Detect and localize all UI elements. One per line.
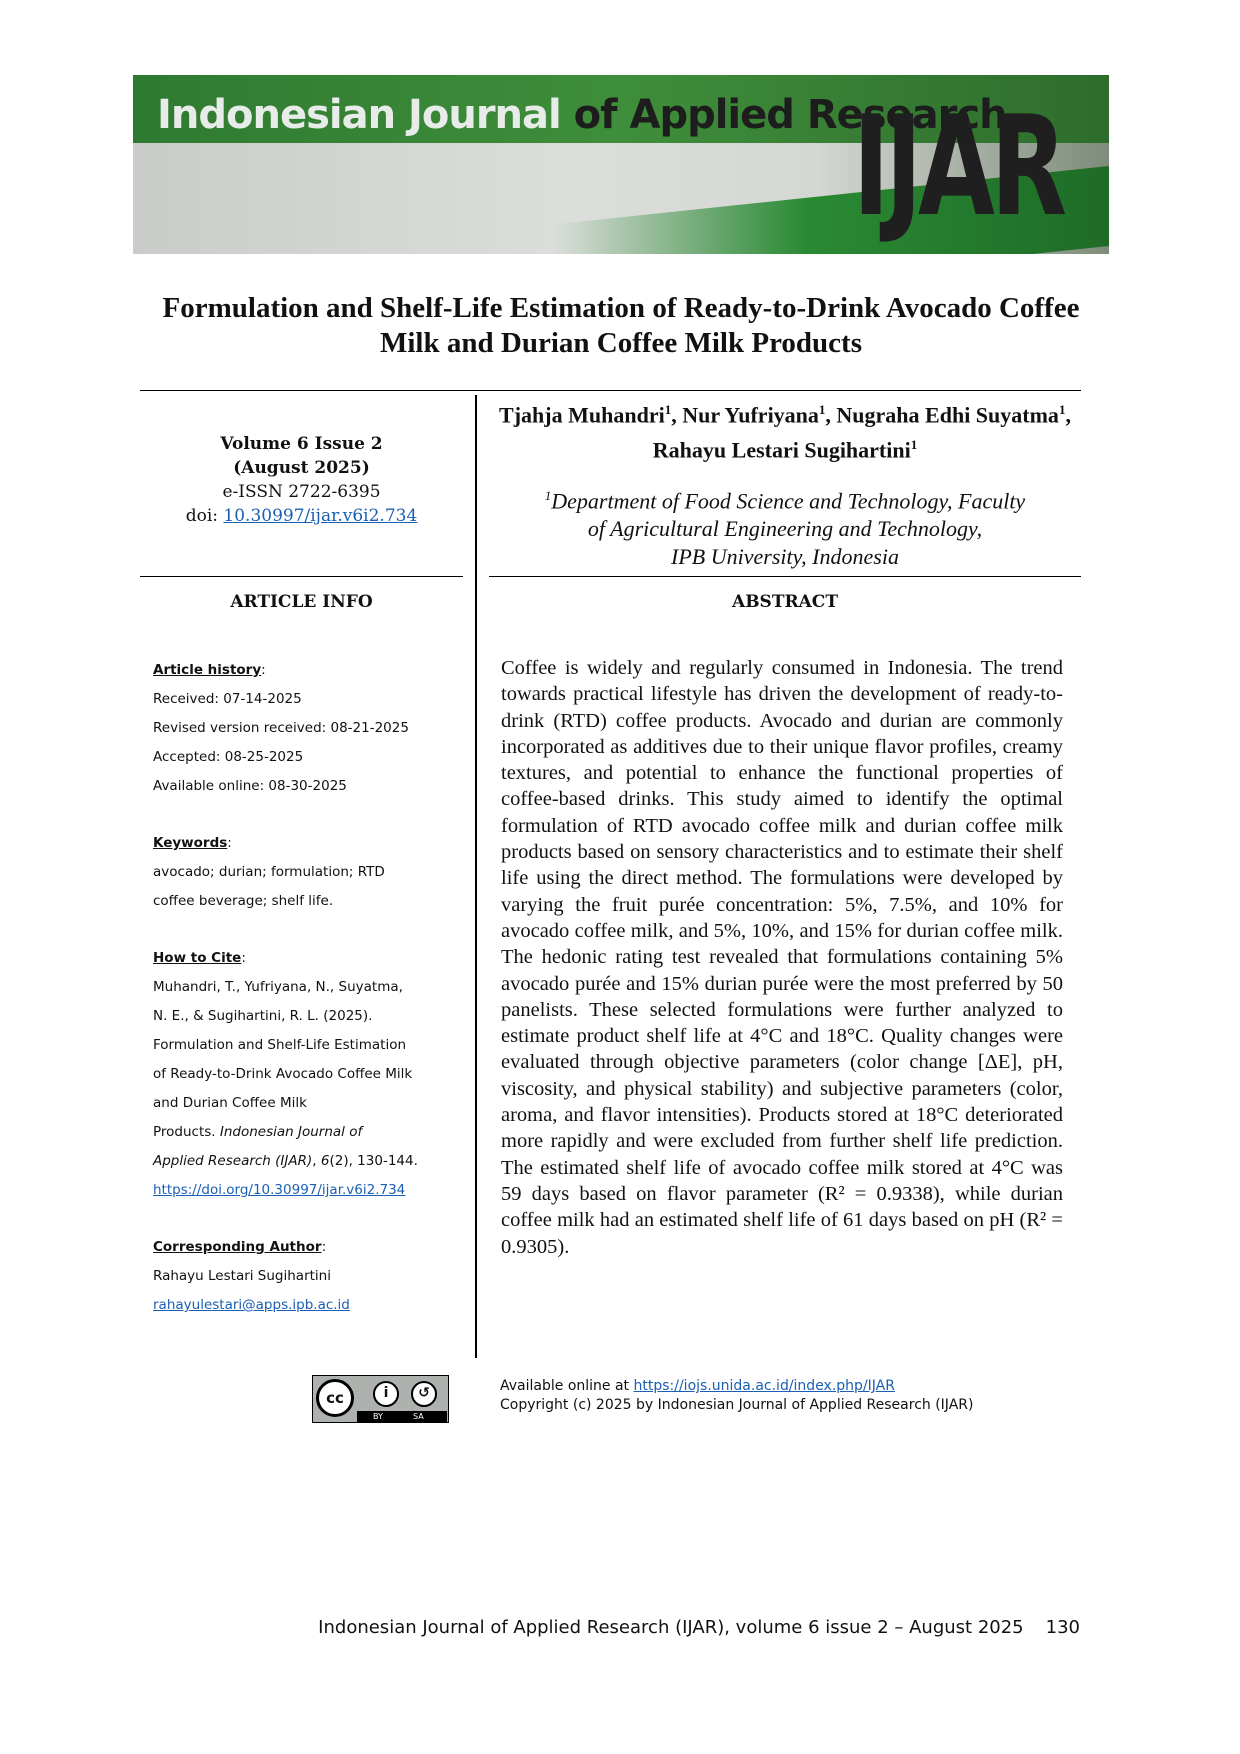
issue-info: Volume 6 Issue 2 (August 2025) e-ISSN 27… — [140, 432, 463, 528]
doi-link[interactable]: 10.30997/ijar.v6i2.734 — [223, 506, 418, 526]
abstract-heading: ABSTRACT — [732, 592, 838, 612]
eissn: e-ISSN 2722-6395 — [222, 482, 381, 502]
column-divider — [475, 395, 477, 1358]
journal-banner: Indonesian Journal of Applied Research I… — [133, 75, 1109, 254]
cc-license-badge[interactable]: cc i ↺ BY SA — [312, 1375, 449, 1423]
banner-title: Indonesian Journal of Applied Research — [157, 92, 1008, 138]
volume-issue: Volume 6 Issue 2 — [220, 434, 383, 454]
journal-logo: IJAR — [852, 86, 1067, 247]
availability-info: Available online at https://iojs.unida.a… — [500, 1377, 1100, 1415]
license-strip: BY SA — [357, 1411, 447, 1422]
share-alike-icon: ↺ — [411, 1381, 437, 1407]
journal-url-link[interactable]: https://iojs.unida.ac.id/index.php/IJAR — [633, 1378, 895, 1394]
author: , Nur Yufriyana — [671, 402, 819, 428]
abstract-body: Coffee is widely and regularly consumed … — [501, 657, 1063, 1258]
page-number: 130 — [1045, 1617, 1080, 1638]
cc-icon: cc — [316, 1379, 354, 1417]
attribution-icon: i — [373, 1381, 399, 1407]
divider — [489, 576, 1081, 577]
affiliation: 1Department of Food Science and Technolo… — [544, 488, 1026, 570]
author: Tjahja Muhandri — [499, 402, 665, 428]
author-list: Tjahja Muhandri1, Nur Yufriyana1, Nugrah… — [499, 402, 1071, 463]
copyright: Copyright (c) 2025 by Indonesian Journal… — [500, 1397, 974, 1413]
issue-date: (August 2025) — [233, 458, 370, 478]
author: , Rahayu Lestari Sugihartini — [652, 402, 1071, 463]
author-email-link[interactable]: rahayulestari@apps.ipb.ac.id — [153, 1297, 350, 1313]
running-footer: Indonesian Journal of Applied Research (… — [318, 1617, 1024, 1638]
page-footer: Indonesian Journal of Applied Research (… — [300, 1616, 1080, 1640]
how-to-cite: How to Cite: Muhandri, T., Yufriyana, N.… — [153, 950, 418, 1198]
article-history: Article history: Received: 07-14-2025 Re… — [153, 662, 409, 794]
citation-doi-link[interactable]: https://doi.org/10.30997/ijar.v6i2.734 — [153, 1182, 406, 1198]
corresponding-author: Corresponding Author: Rahayu Lestari Sug… — [153, 1239, 350, 1313]
author: , Nugraha Edhi Suyatma — [825, 402, 1059, 428]
banner-band — [133, 75, 1109, 143]
divider — [140, 390, 1081, 391]
article-info: Article history: Received: 07-14-2025 Re… — [153, 656, 473, 1348]
paper-title: Formulation and Shelf-Life Estimation of… — [162, 292, 1080, 359]
keywords: Keywords: avocado; durian; formulation; … — [153, 835, 385, 909]
doi-line: doi: 10.30997/ijar.v6i2.734 — [185, 506, 418, 526]
article-info-heading: ARTICLE INFO — [230, 592, 373, 612]
divider — [140, 576, 463, 577]
